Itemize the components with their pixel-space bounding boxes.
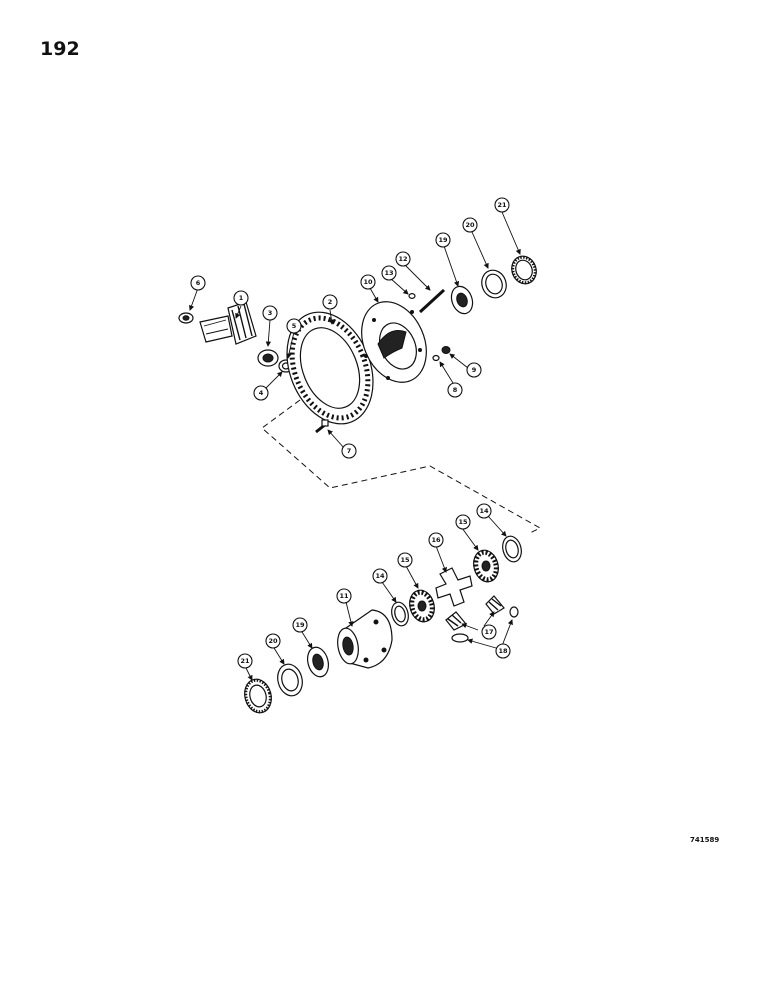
leader-lines (189, 211, 521, 681)
adjusting-nut-upper (511, 255, 537, 285)
ring-gear (286, 311, 374, 425)
callout-20-lower: 20 (265, 633, 281, 649)
case-bolt (418, 288, 446, 314)
drive-pinion (199, 301, 257, 345)
callout-4: 4 (253, 385, 269, 401)
pinion-washer-a (451, 633, 469, 643)
callout-2: 2 (322, 294, 338, 310)
callout-19-upper: 19 (435, 232, 451, 248)
svg-text:21: 21 (497, 201, 507, 209)
svg-text:1: 1 (239, 294, 244, 302)
svg-text:13: 13 (384, 269, 393, 277)
differential-case (337, 609, 393, 669)
case-washer (432, 354, 440, 362)
svg-text:20: 20 (465, 221, 475, 229)
callout-14-right: 14 (476, 503, 492, 519)
callout-9: 9 (466, 362, 482, 378)
svg-text:19: 19 (438, 236, 448, 244)
callout-3: 3 (262, 305, 278, 321)
callout-11: 11 (336, 588, 352, 604)
callout-20-upper: 20 (462, 217, 478, 233)
differential-pinion-gear-b (485, 595, 505, 615)
callout-17: 17 (481, 624, 497, 640)
side-bearing-cone-lower (306, 646, 330, 678)
svg-text:11: 11 (339, 592, 349, 600)
svg-text:16: 16 (431, 536, 441, 544)
ring-gear-bolt (315, 419, 329, 434)
figure-code: 741589 (690, 836, 720, 844)
callout-14-left: 14 (372, 568, 388, 584)
svg-text:2: 2 (328, 298, 333, 306)
svg-text:18: 18 (498, 647, 508, 655)
svg-text:15: 15 (400, 556, 410, 564)
callout-6: 6 (190, 275, 206, 291)
svg-text:12: 12 (398, 255, 407, 263)
callout-15-right: 15 (455, 514, 471, 530)
svg-text:14: 14 (375, 572, 385, 580)
differential-pinion-gear-a (445, 611, 467, 631)
svg-text:17: 17 (484, 628, 493, 636)
callout-21-upper: 21 (494, 197, 510, 213)
spider-cross (435, 567, 473, 607)
callout-5: 5 (286, 318, 302, 334)
callout-19-lower: 19 (292, 617, 308, 633)
callout-10: 10 (360, 274, 376, 290)
svg-text:3: 3 (268, 309, 273, 317)
callout-21-lower: 21 (237, 653, 253, 669)
page-number: 192 (40, 38, 80, 60)
pinion-washer-b (509, 606, 519, 618)
svg-text:4: 4 (259, 389, 264, 397)
case-nut (441, 346, 451, 354)
callout-12: 12 (395, 251, 411, 267)
svg-text:20: 20 (268, 637, 278, 645)
pinion-nut (178, 312, 194, 324)
svg-text:21: 21 (240, 657, 250, 665)
thrust-washer-right (502, 535, 522, 563)
svg-text:9: 9 (472, 366, 477, 374)
svg-text:8: 8 (453, 386, 458, 394)
svg-text:19: 19 (295, 621, 305, 629)
callout-1: 1 (233, 290, 249, 306)
svg-text:7: 7 (347, 447, 352, 455)
callout-8: 8 (447, 382, 463, 398)
side-gear-left (409, 589, 435, 623)
side-bearing-cone-upper (450, 285, 474, 315)
callout-15-left: 15 (397, 552, 413, 568)
svg-text:14: 14 (479, 507, 489, 515)
callout-13: 13 (381, 265, 397, 281)
bolt-washer (408, 293, 416, 300)
adjusting-nut-lower (244, 678, 272, 714)
side-bearing-cup-upper (481, 269, 507, 299)
assembly-boundary-line (261, 399, 542, 535)
svg-text:5: 5 (292, 322, 297, 330)
pinion-bearing (257, 349, 279, 367)
callout-7: 7 (341, 443, 357, 459)
side-bearing-cup-lower (277, 663, 303, 697)
svg-text:10: 10 (363, 278, 373, 286)
svg-text:15: 15 (458, 518, 468, 526)
side-gear-right (473, 549, 499, 583)
differential-case-half (361, 301, 427, 383)
svg-text:6: 6 (196, 279, 201, 287)
callout-18: 18 (495, 643, 511, 659)
callout-16: 16 (428, 532, 444, 548)
thrust-washer-left (391, 601, 409, 627)
